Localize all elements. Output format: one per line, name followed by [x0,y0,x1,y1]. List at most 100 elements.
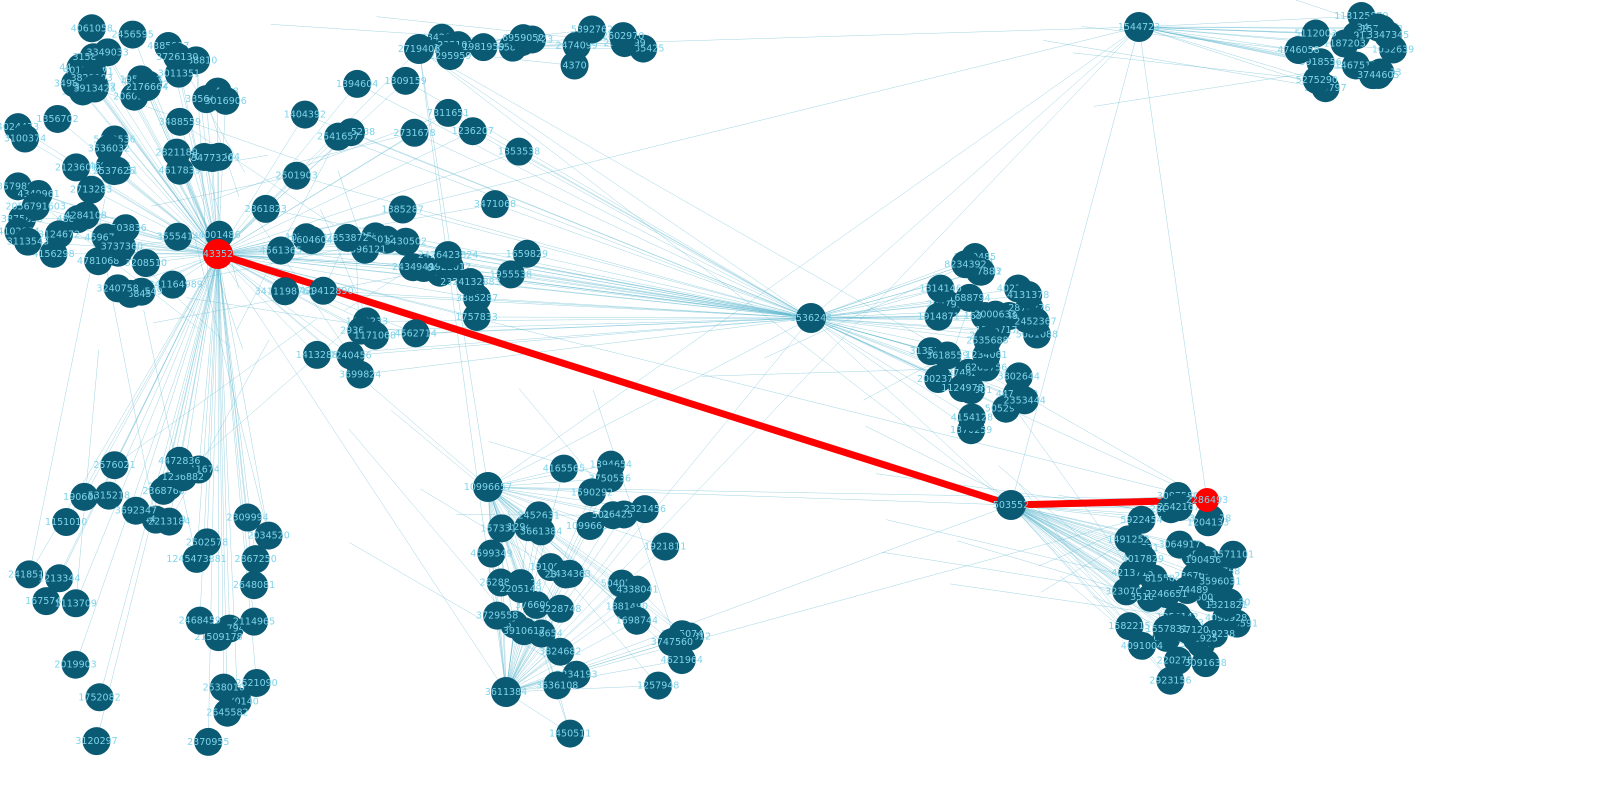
center_left-node[interactable]: 5315218 [88,481,130,510]
center_left-node[interactable]: 1906669 [63,482,105,511]
middle-node[interactable]: 1659829 [506,239,548,268]
right_lower_cluster-node[interactable]: 1204133 [1187,508,1229,537]
top_left-node[interactable]: 3208510 [125,249,167,278]
top_left-node[interactable]: 2713283 [70,175,112,204]
top_left-node[interactable]: 2241164989 [142,270,203,299]
middle-node[interactable]: 2501903 [275,161,318,190]
bottom_middle-node[interactable]: 3824682 [539,637,581,666]
right_lower_cluster-node[interactable]: 2202783 [1157,646,1199,675]
center_left-node[interactable]: 1752082 [78,683,121,712]
top_left-node[interactable]: 2056791603 [5,192,66,221]
right_lower_cluster-node[interactable]: 1904561 [1185,546,1227,575]
bottom_middle-node[interactable]: 1590292 [571,478,613,507]
right_lower_cluster-node[interactable]: 1557831 [1146,615,1188,644]
top_left-node[interactable]: 3913423 [73,74,116,103]
bottom_middle-node[interactable]: 4338041 [616,575,659,604]
right_upper_cluster-node[interactable]: 4154128 [951,403,993,432]
bottom_middle-node[interactable]: 3636108 [536,671,578,700]
right_lower_cluster-node[interactable]: 3091638 [1185,649,1227,678]
center_left-node[interactable]: 2309994 [226,503,269,532]
center_left-node[interactable]: 21509178 [194,623,243,652]
top_left-node[interactable]: 4156298 [32,239,75,268]
top_right_cluster-node[interactable]: 3918556 [1299,48,1342,77]
center_left-node[interactable]: 2034520 [247,521,290,550]
right_lower_cluster-node[interactable]: 2246651 [1145,580,1187,609]
center_left-node[interactable]: 1245473881 [166,544,227,573]
center_left-node[interactable]: 2368766 [142,476,185,505]
center_left-node[interactable]: 1213344 [38,564,80,593]
hub-node-d[interactable]: 1544723 [1118,12,1160,42]
center_left-node[interactable]: 3692347 [115,496,157,525]
middle-node[interactable]: 4561365 [260,236,302,265]
center_left-node[interactable]: 3120297 [75,727,118,756]
middle-node[interactable]: 2731678 [393,118,436,147]
right_upper_cluster-node[interactable]: 4131378 [1007,280,1049,309]
middle-node[interactable]: 2324132883 [440,268,501,297]
right_upper_cluster-node[interactable]: 3618559 [926,341,969,370]
right_upper_cluster-node[interactable]: 1688794 [948,283,991,312]
middle-node[interactable]: 7311651 [427,98,469,127]
right_upper_cluster-node[interactable]: 2000633 [974,300,1017,329]
middle-node[interactable]: 1413288 [296,340,338,369]
bottom_middle-node[interactable]: 4165565 [543,454,585,483]
top_middle-node[interactable]: 1981959 [462,33,505,62]
middle-node[interactable]: 1385287 [382,195,424,224]
right_upper_cluster-node[interactable]: 2353444 [1004,386,1046,415]
bottom_middle-node[interactable]: 2205149 [499,574,542,603]
top_left-node[interactable]: 3349033 [87,38,129,67]
right_lower_cluster-node[interactable]: 3064917 [1158,530,1201,559]
top_right_cluster-node[interactable]: 4746058 [1277,36,1320,65]
bottom_middle-node[interactable]: 1921811 [644,532,686,561]
top_middle-node[interactable]: 2295959 [429,42,471,71]
center_left-node[interactable]: 2114965 [233,607,275,636]
center_left-node[interactable]: 4472836 [158,446,200,475]
top_left-node[interactable]: 2821189 [155,138,198,167]
bottom_middle-node[interactable]: 2321456 [624,495,666,524]
center_left-node[interactable]: 2648081 [233,571,275,600]
top_left-node[interactable]: 3240758 [97,274,139,303]
middle-node[interactable]: 3430502 [385,227,427,256]
bottom_middle-node[interactable]: 3910617 [503,617,545,646]
right_upper_cluster-node[interactable]: 2452367 [1014,307,1057,336]
right_lower_cluster-node[interactable]: 1571101 [1212,540,1254,569]
top_left-node[interactable]: 3477320 [191,144,233,173]
center_left-node[interactable]: 2370955 [187,727,229,756]
right_lower_cluster-node[interactable]: 3674489 [1166,576,1208,605]
hub-node-c[interactable]: 1536246 [790,303,832,333]
bottom_middle-node[interactable]: 1450511 [549,719,591,748]
middle-node[interactable]: 2541657 [317,122,359,151]
center_left-node[interactable]: 2213184 [148,507,190,536]
middle-node[interactable]: 1757833 [456,302,498,331]
right_lower_cluster-node[interactable]: 4017829 [1122,544,1164,573]
center_left-node[interactable]: 2645582 [206,698,249,727]
top_left-node[interactable]: 2456595 [111,20,154,49]
hub-node-a[interactable]: 43352 [203,239,233,269]
right_lower_cluster-node[interactable]: 3596031 [1199,567,1241,596]
right_lower_cluster-node[interactable]: 3357120 [1167,615,1209,644]
top_right_cluster-node[interactable]: 3744605 [1357,61,1399,90]
middle-node[interactable]: 1171068 [354,321,396,350]
top_middle-node[interactable]: 6959052 [502,24,544,53]
bottom_middle-node[interactable]: 3747560 [651,628,693,657]
center_left-node[interactable]: 2418519 [8,560,50,589]
center_left-node[interactable]: 1151010 [45,508,87,537]
middle-node[interactable]: 1955538 [490,260,532,289]
middle-node[interactable]: 2434949 [392,253,434,282]
bottom_middle-node[interactable]: 2642505 [603,500,645,529]
middle-node[interactable]: 3411198761 [255,277,315,306]
bottom_middle-node[interactable]: 10996657 [566,512,614,541]
bottom_middle-node[interactable]: 1573310 [481,514,523,543]
top_left-node[interactable]: 4284108 [65,201,107,230]
right_upper_cluster-node[interactable]: 2535688 [966,326,1009,355]
middle-node[interactable]: 2853872 [326,223,369,252]
right_upper_cluster-node[interactable]: 2002377 [917,365,959,394]
right_upper_cluster-node[interactable]: 3802644 [998,362,1040,391]
bottom_middle-node[interactable]: 3661384 [520,517,562,546]
top_middle-node[interactable]: 2602970 [602,22,644,51]
top_left-node[interactable]: 4781068 [77,247,119,276]
right_lower_cluster-node[interactable]: 3230702 [1105,577,1148,606]
middle-node[interactable]: 3471068 [474,190,516,219]
top_left-node[interactable]: 3113543 [7,227,49,256]
right_upper_cluster-node[interactable]: 1124978 [941,374,984,403]
hub-node-e[interactable]: 10996657 [464,472,512,502]
